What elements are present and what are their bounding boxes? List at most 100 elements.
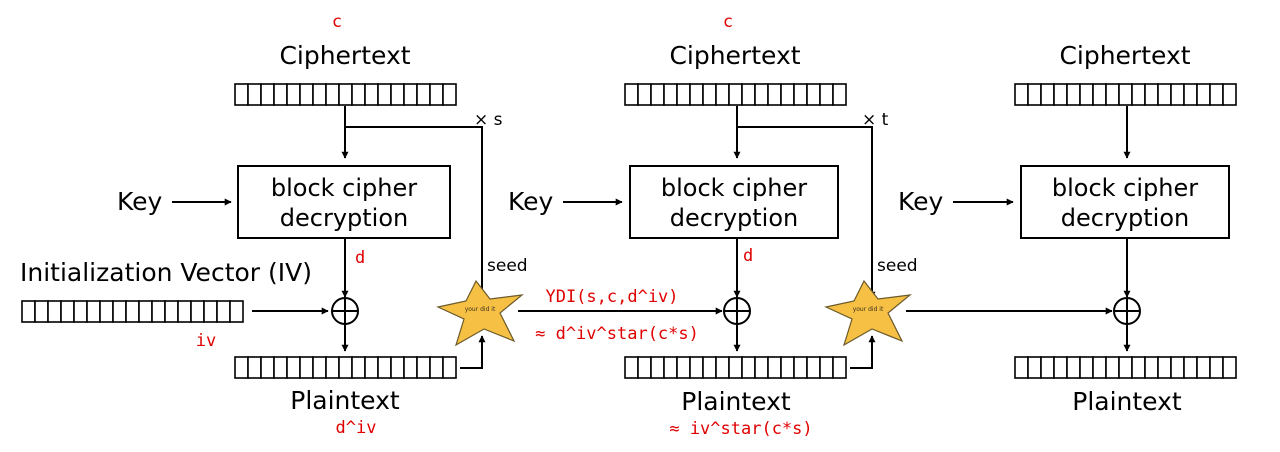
register-cell xyxy=(21,300,36,323)
register-cell xyxy=(650,356,665,379)
register-cell xyxy=(377,356,392,379)
register-cell xyxy=(741,356,756,379)
register-cell xyxy=(273,83,288,106)
star-text: your did it xyxy=(853,306,884,313)
plaintext-to-star-arrow xyxy=(850,335,876,369)
ciphertext-register xyxy=(1014,83,1237,106)
register-cell xyxy=(767,83,782,106)
register-cell xyxy=(1014,356,1029,379)
iv-var-label: iv xyxy=(196,331,216,351)
register-cell xyxy=(351,356,366,379)
cipher-var-label: c xyxy=(332,12,342,32)
register-cell xyxy=(780,83,795,106)
ciphertext-to-seed-line xyxy=(345,126,486,299)
mult-label: × t xyxy=(862,110,889,130)
plaintext-annotation: d^iv xyxy=(336,418,377,438)
approx-annotation: ≈ d^iv^star(c*s) xyxy=(535,324,699,344)
register-cell xyxy=(247,83,262,106)
register-cell xyxy=(299,83,314,106)
xor-icon xyxy=(331,297,359,325)
block-cipher-line2: decryption xyxy=(280,204,408,232)
register-cell xyxy=(1014,83,1029,106)
register-cell xyxy=(676,356,691,379)
register-cell xyxy=(819,83,834,106)
stage-1: c Ciphertext × s block cipher decryption… xyxy=(20,12,528,438)
register-cell xyxy=(1053,83,1068,106)
register-cell xyxy=(1183,83,1198,106)
register-cell xyxy=(728,83,743,106)
register-cell xyxy=(637,356,652,379)
star-text: your did it xyxy=(465,306,496,313)
register-cell xyxy=(1183,356,1198,379)
iv-register xyxy=(21,300,244,323)
register-cell xyxy=(1157,83,1172,106)
register-cell xyxy=(624,83,639,106)
register-cell xyxy=(286,356,301,379)
register-cell xyxy=(702,356,717,379)
register-cell xyxy=(754,83,769,106)
register-cell xyxy=(676,83,691,106)
register-cell xyxy=(650,83,665,106)
register-cell xyxy=(689,83,704,106)
block-cipher-box xyxy=(1020,165,1230,239)
key-label: Key xyxy=(898,187,944,216)
stage-3: Ciphertext block cipher decryption Key P… xyxy=(898,41,1237,416)
register-cell xyxy=(151,300,166,323)
register-cell xyxy=(793,356,808,379)
plaintext-label: Plaintext xyxy=(681,387,791,416)
register-cell xyxy=(663,83,678,106)
block-cipher-line2: decryption xyxy=(1061,204,1189,232)
register-cell xyxy=(1170,356,1185,379)
register-cell xyxy=(403,356,418,379)
register-cell xyxy=(715,356,730,379)
register-cell xyxy=(702,83,717,106)
register-cell xyxy=(1092,356,1107,379)
register-cell xyxy=(1170,83,1185,106)
register-cell xyxy=(1066,356,1081,379)
block-cipher-box xyxy=(237,165,451,239)
xor-icon xyxy=(723,297,751,325)
register-cell xyxy=(390,356,405,379)
register-cell xyxy=(637,83,652,106)
register-cell xyxy=(1092,83,1107,106)
register-cell xyxy=(273,356,288,379)
register-cell xyxy=(403,83,418,106)
register-cell xyxy=(260,356,275,379)
register-cell xyxy=(767,356,782,379)
ciphertext-register xyxy=(234,83,457,106)
register-cell xyxy=(234,356,249,379)
ciphertext-register xyxy=(624,83,847,106)
plaintext-label: Plaintext xyxy=(1072,387,1182,416)
stage-2: c Ciphertext × t block cipher decryption… xyxy=(508,12,918,439)
register-cell xyxy=(1053,356,1068,379)
block-cipher-line1: block cipher xyxy=(661,174,807,202)
register-cell xyxy=(1196,356,1211,379)
star-icon: your did it xyxy=(436,279,524,347)
register-cell xyxy=(1040,356,1055,379)
register-cell xyxy=(1105,356,1120,379)
register-cell xyxy=(416,83,431,106)
plaintext-register xyxy=(234,356,457,379)
register-cell xyxy=(819,356,834,379)
plaintext-annotation: ≈ iv^star(c*s) xyxy=(669,419,812,439)
ciphertext-label: Ciphertext xyxy=(669,41,800,70)
register-cell xyxy=(73,300,88,323)
register-cell xyxy=(1222,83,1237,106)
xor-icon xyxy=(1113,297,1141,325)
register-cell xyxy=(112,300,127,323)
register-cell xyxy=(125,300,140,323)
register-cell xyxy=(234,83,249,106)
register-cell xyxy=(624,356,639,379)
ydi-annotation: YDI(s,c,d^iv) xyxy=(545,287,678,307)
register-cell xyxy=(1144,83,1159,106)
plaintext-to-star-arrow xyxy=(460,335,486,369)
register-cell xyxy=(416,356,431,379)
cipher-var-label: c xyxy=(723,12,733,32)
block-cipher-box xyxy=(629,165,839,239)
register-cell xyxy=(190,300,205,323)
register-cell xyxy=(1027,83,1042,106)
register-cell xyxy=(1144,356,1159,379)
register-cell xyxy=(1079,83,1094,106)
register-cell xyxy=(1079,356,1094,379)
